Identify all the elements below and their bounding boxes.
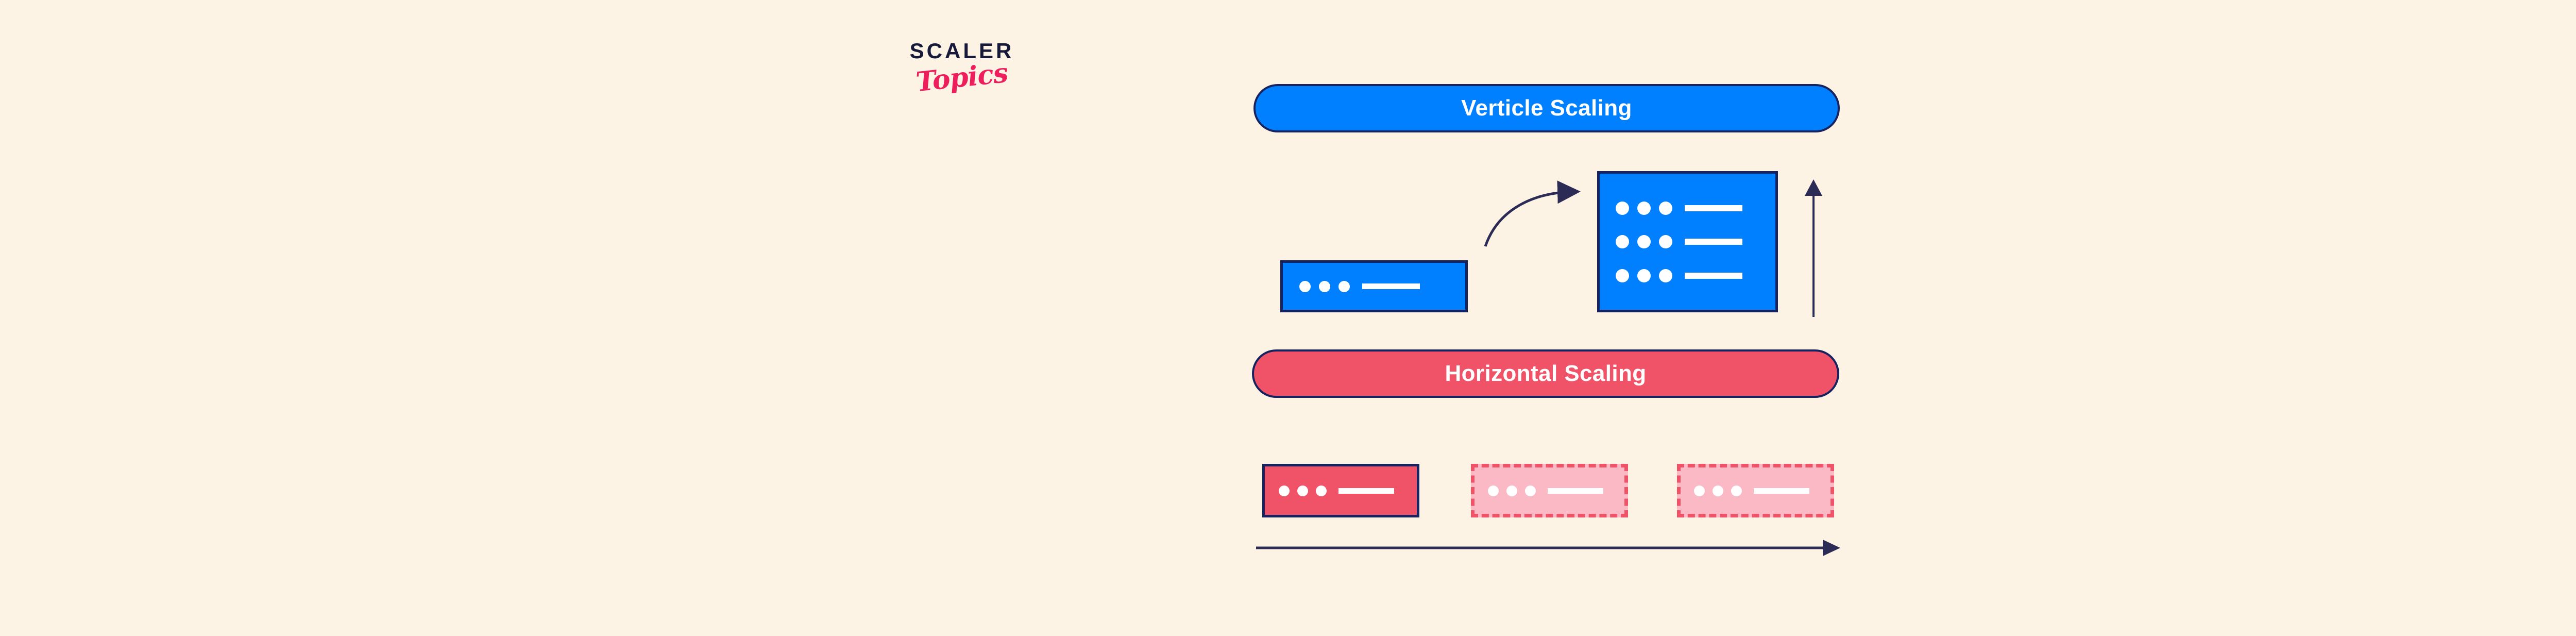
- server-row: [1681, 485, 1831, 496]
- server-dot-icon: [1338, 280, 1350, 292]
- server-bar-icon: [1362, 283, 1420, 289]
- server-dot-icon: [1315, 485, 1327, 496]
- banner-horizontal-scaling-label: Horizontal Scaling: [1445, 361, 1647, 386]
- horizontal-axis-arrow-icon: [1256, 540, 1840, 556]
- server-node-small-blue: [1280, 260, 1468, 312]
- server-row: [1283, 280, 1465, 292]
- banner-horizontal-scaling: Horizontal Scaling: [1252, 349, 1839, 398]
- server-dot-icon: [1488, 485, 1499, 496]
- server-dot-icon: [1658, 235, 1672, 248]
- server-node-pink-dashed-1: [1471, 464, 1628, 517]
- server-dot-icon: [1658, 201, 1672, 215]
- server-dot-icon: [1658, 269, 1672, 282]
- server-row: [1600, 235, 1775, 248]
- server-row: [1265, 485, 1417, 496]
- server-row: [1600, 201, 1775, 215]
- vertical-axis-arrow-icon: [1805, 179, 1822, 317]
- server-bar-icon: [1338, 488, 1394, 494]
- server-bar-icon: [1754, 488, 1810, 494]
- banner-vertical-scaling: Verticle Scaling: [1253, 84, 1840, 132]
- banner-vertical-scaling-label: Verticle Scaling: [1461, 95, 1632, 121]
- server-row: [1600, 269, 1775, 282]
- server-dot-icon: [1637, 201, 1651, 215]
- server-dot-icon: [1278, 485, 1290, 496]
- server-bar-icon: [1548, 488, 1604, 494]
- logo-wordmark-primary: SCALER: [909, 39, 1014, 63]
- server-bar-icon: [1684, 205, 1742, 211]
- server-dot-icon: [1637, 269, 1651, 282]
- server-dot-icon: [1615, 235, 1629, 248]
- server-dot-icon: [1525, 485, 1536, 496]
- server-dot-icon: [1615, 269, 1629, 282]
- logo-wordmark-secondary: Topics: [914, 57, 1009, 98]
- server-row: [1475, 485, 1624, 496]
- server-dot-icon: [1506, 485, 1518, 496]
- growth-curve-arrow-icon: [1484, 180, 1581, 247]
- server-dot-icon: [1615, 201, 1629, 215]
- server-bar-icon: [1684, 272, 1742, 279]
- server-node-pink-dashed-2: [1677, 464, 1834, 517]
- scaler-topics-logo: SCALER Topics: [897, 40, 1026, 123]
- server-dot-icon: [1694, 485, 1705, 496]
- server-dot-icon: [1299, 280, 1311, 292]
- server-bar-icon: [1684, 239, 1742, 245]
- server-node-large-blue: [1597, 171, 1778, 312]
- server-dot-icon: [1713, 485, 1724, 496]
- server-dot-icon: [1318, 280, 1330, 292]
- server-dot-icon: [1731, 485, 1742, 496]
- server-dot-icon: [1637, 235, 1651, 248]
- server-node-pink-solid: [1262, 464, 1419, 517]
- server-dot-icon: [1297, 485, 1308, 496]
